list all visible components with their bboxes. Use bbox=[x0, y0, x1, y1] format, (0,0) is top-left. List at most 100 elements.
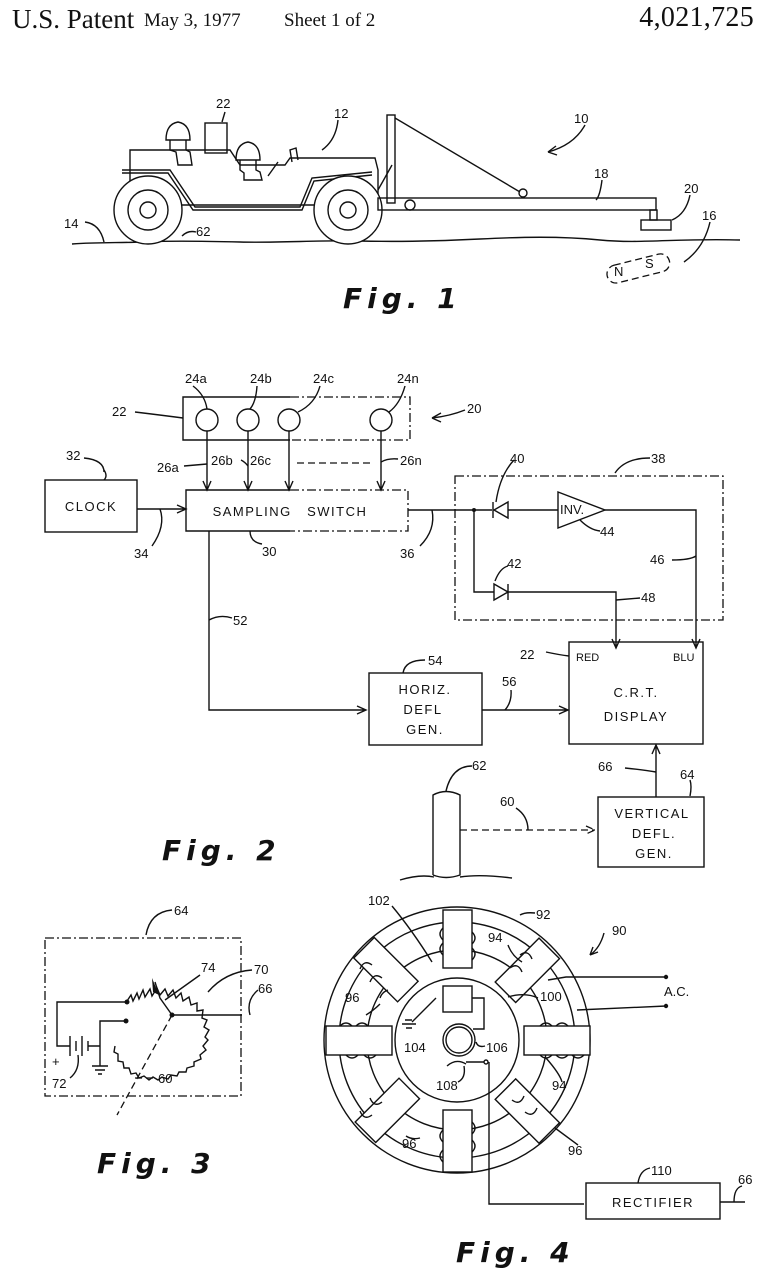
fig4-label-110: 110 bbox=[651, 1163, 672, 1178]
fig2-sensor-24b bbox=[236, 408, 260, 432]
fig2-label-24n: 24n bbox=[397, 371, 419, 386]
fig2-inverter bbox=[557, 490, 607, 530]
fig4-label-96-right: 96 bbox=[568, 1143, 582, 1158]
fig2-vertical-defl-gen bbox=[597, 796, 705, 868]
patent-title: U.S. Patent bbox=[12, 4, 135, 34]
fig3-label-70: 70 bbox=[254, 962, 268, 977]
fig2-label-42: 42 bbox=[507, 556, 521, 571]
fig1-label-16: 16 bbox=[702, 208, 716, 223]
fig1-magnet-s: S bbox=[645, 256, 654, 271]
fig1-rear-wheel bbox=[113, 175, 183, 245]
fig2-vert-line1: VERTICAL bbox=[614, 806, 689, 821]
fig1-label-10: 10 bbox=[574, 111, 588, 126]
fig2-caption: Fig. 2 bbox=[162, 834, 281, 867]
fig4-label-ac: A.C. bbox=[664, 984, 689, 999]
fig2-horiz-line3: GEN. bbox=[406, 722, 444, 737]
fig3-wiper-arrow bbox=[152, 978, 159, 995]
fig4-label-104: 104 bbox=[404, 1040, 426, 1055]
fig2-label-64: 64 bbox=[680, 767, 694, 782]
fig4-pole-right bbox=[523, 1025, 591, 1056]
sheet-number: Sheet 1 of 2 bbox=[284, 10, 376, 31]
fig2-diode-40 bbox=[492, 500, 509, 520]
fig2-sensor-24c bbox=[277, 408, 301, 432]
fig2-label-20: 20 bbox=[467, 401, 481, 416]
fig3-label-74: 74 bbox=[201, 960, 215, 975]
fig3-label-64: 64 bbox=[174, 903, 188, 918]
fig4-coil-windings bbox=[339, 927, 585, 1163]
fig1-boom bbox=[377, 197, 657, 211]
fig2-wheel bbox=[432, 790, 461, 879]
fig2-clock-text: CLOCK bbox=[65, 499, 117, 514]
fig2-diode-42 bbox=[493, 582, 510, 602]
fig2-label-crt-22: 22 bbox=[520, 647, 534, 662]
fig2-label-56: 56 bbox=[502, 674, 516, 689]
fig4-rotor-100 bbox=[394, 977, 520, 1103]
fig3-plus-sign: + bbox=[52, 1054, 60, 1069]
fig4-rotor-coil-102 bbox=[442, 985, 473, 1013]
fig4-rectifier-text: RECTIFIER bbox=[612, 1195, 694, 1210]
fig3-shaft-60 bbox=[116, 1014, 173, 1116]
fig4-pole-left bbox=[325, 1025, 393, 1056]
fig4-pole-ne bbox=[494, 937, 561, 1004]
fig4-slip-ring-106 bbox=[442, 1023, 476, 1057]
fig4-label-106: 106 bbox=[486, 1040, 508, 1055]
fig1-occupants bbox=[165, 121, 299, 181]
fig2-label-24b: 24b bbox=[250, 371, 272, 386]
fig4-pole-sw bbox=[354, 1077, 421, 1144]
fig4-label-94-top: 94 bbox=[488, 930, 502, 945]
fig2-crt-display bbox=[568, 641, 704, 745]
fig1-mast bbox=[386, 114, 396, 204]
fig2-polarity-block bbox=[454, 475, 724, 621]
fig4-ac-line-2 bbox=[576, 1005, 667, 1011]
fig3-label-72: 72 bbox=[52, 1076, 66, 1091]
fig4-label-92: 92 bbox=[536, 907, 550, 922]
fig2-line-46 bbox=[605, 509, 701, 650]
fig2-sensor-array bbox=[183, 397, 410, 440]
fig1-label-62: 62 bbox=[196, 224, 210, 239]
fig4-label-94-right: 94 bbox=[552, 1078, 566, 1093]
fig2-label-26n: 26n bbox=[400, 453, 422, 468]
fig4-label-108: 108 bbox=[436, 1078, 458, 1093]
fig1-label-20: 20 bbox=[684, 181, 698, 196]
fig1-caption: Fig. 1 bbox=[343, 282, 462, 315]
fig2-label-30: 30 bbox=[262, 544, 276, 559]
fig4-label-102: 102 bbox=[368, 893, 390, 908]
fig2-horiz-line2: DEFL bbox=[403, 702, 442, 717]
fig1-front-wheel bbox=[313, 175, 383, 245]
fig2-line-52 bbox=[208, 531, 368, 715]
fig2-crt-blu: BLU bbox=[673, 652, 694, 664]
fig3-block-64 bbox=[44, 937, 242, 1097]
fig2-vert-line3: GEN. bbox=[635, 846, 673, 861]
fig2-label-40: 40 bbox=[510, 451, 524, 466]
fig4-ac-line-1 bbox=[547, 976, 666, 981]
fig3-potentiometer-circuit: 64 + 72 60 74 70 66 bbox=[44, 903, 272, 1116]
fig1-sensor-head bbox=[640, 219, 672, 231]
fig2-vert-line2: DEFL. bbox=[632, 826, 676, 841]
fig2-clock-block bbox=[44, 479, 138, 533]
patent-header: U.S. Patent May 3, 1977 Sheet 1 of 2 4,0… bbox=[0, 0, 764, 40]
fig1-display-unit bbox=[204, 122, 228, 154]
fig1-magnet-n: N bbox=[614, 264, 623, 279]
fig2-label-46: 46 bbox=[650, 552, 664, 567]
fig2-horiz-line1: HORIZ. bbox=[398, 682, 451, 697]
fig4-label-66: 66 bbox=[738, 1172, 752, 1187]
fig2-sensor-24n bbox=[369, 408, 393, 432]
fig4-rectifier-input bbox=[488, 1062, 584, 1205]
fig2-label-32: 32 bbox=[66, 448, 80, 463]
fig2-label-26c: 26c bbox=[250, 453, 271, 468]
fig2-label-66: 66 bbox=[598, 759, 612, 774]
fig4-label-96-left: 96 bbox=[345, 990, 359, 1005]
fig4-label-96-bottom: 96 bbox=[402, 1136, 416, 1151]
fig2-block-diagram: 24a 24b 24c 24n 22 20 26a 26b 26c 26n CL… bbox=[44, 371, 724, 881]
fig3-caption: Fig. 3 bbox=[97, 1147, 216, 1180]
fig3-label-60: 60 bbox=[158, 1071, 172, 1086]
fig4-brush-108 bbox=[446, 1060, 484, 1067]
fig2-label-26a: 26a bbox=[157, 460, 179, 475]
patent-date: May 3, 1977 bbox=[144, 10, 241, 31]
fig2-sampling-switch-text: SAMPLING SWITCH bbox=[213, 504, 368, 519]
fig3-battery bbox=[56, 1001, 127, 1075]
fig2-label-52: 52 bbox=[233, 613, 247, 628]
fig2-crt-red: RED bbox=[576, 652, 599, 664]
fig1-label-22: 22 bbox=[216, 96, 230, 111]
